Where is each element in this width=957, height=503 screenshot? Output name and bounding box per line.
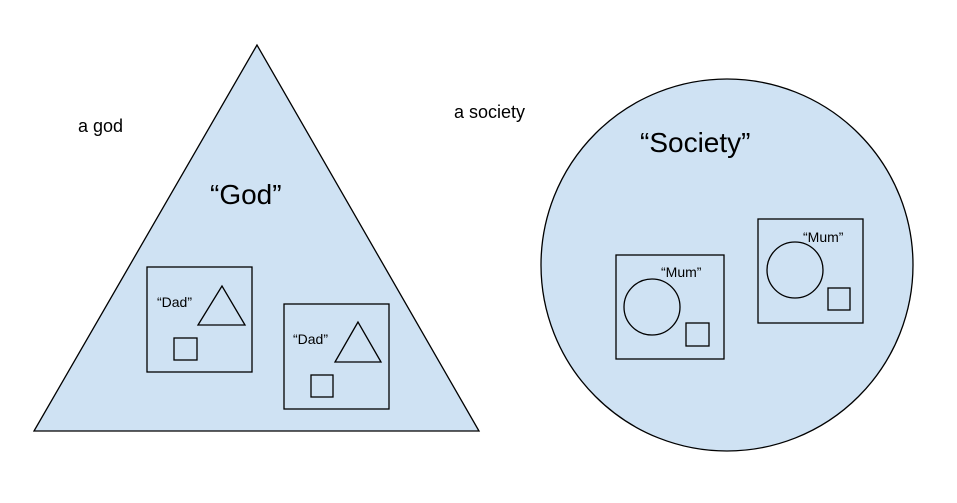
square-icon bbox=[685, 322, 710, 347]
dad-label: “Dad” bbox=[293, 331, 328, 347]
circle-icon bbox=[766, 241, 824, 299]
circle-icon bbox=[623, 278, 681, 336]
dad-label: “Dad” bbox=[157, 294, 192, 310]
square-icon bbox=[173, 337, 198, 361]
square-icon bbox=[310, 374, 334, 398]
society-diagram: a society “Society” “Mum” “Mum” bbox=[454, 78, 914, 452]
god-triangle bbox=[32, 43, 481, 432]
mum-box-frame bbox=[615, 254, 725, 360]
god-title: “God” bbox=[210, 179, 282, 210]
dad-box-frame bbox=[146, 266, 253, 373]
mum-box-1: “Mum” bbox=[615, 254, 725, 360]
triangle-icon bbox=[196, 284, 247, 326]
mum-label: “Mum” bbox=[803, 229, 844, 245]
dad-box-2: “Dad” bbox=[283, 303, 390, 410]
square-icon bbox=[827, 287, 851, 311]
society-caption: a society bbox=[454, 102, 525, 122]
mum-box-2: “Mum” bbox=[757, 218, 864, 324]
god-caption: a god bbox=[78, 116, 123, 136]
society-title: “Society” bbox=[640, 127, 750, 158]
dad-box-frame bbox=[283, 303, 390, 410]
society-circle bbox=[540, 78, 914, 452]
god-diagram: a god “God” “Dad” “Dad” bbox=[32, 43, 481, 432]
mum-label: “Mum” bbox=[661, 264, 702, 280]
dad-box-1: “Dad” bbox=[146, 266, 253, 373]
mum-box-frame bbox=[757, 218, 864, 324]
triangle-icon bbox=[333, 320, 383, 363]
